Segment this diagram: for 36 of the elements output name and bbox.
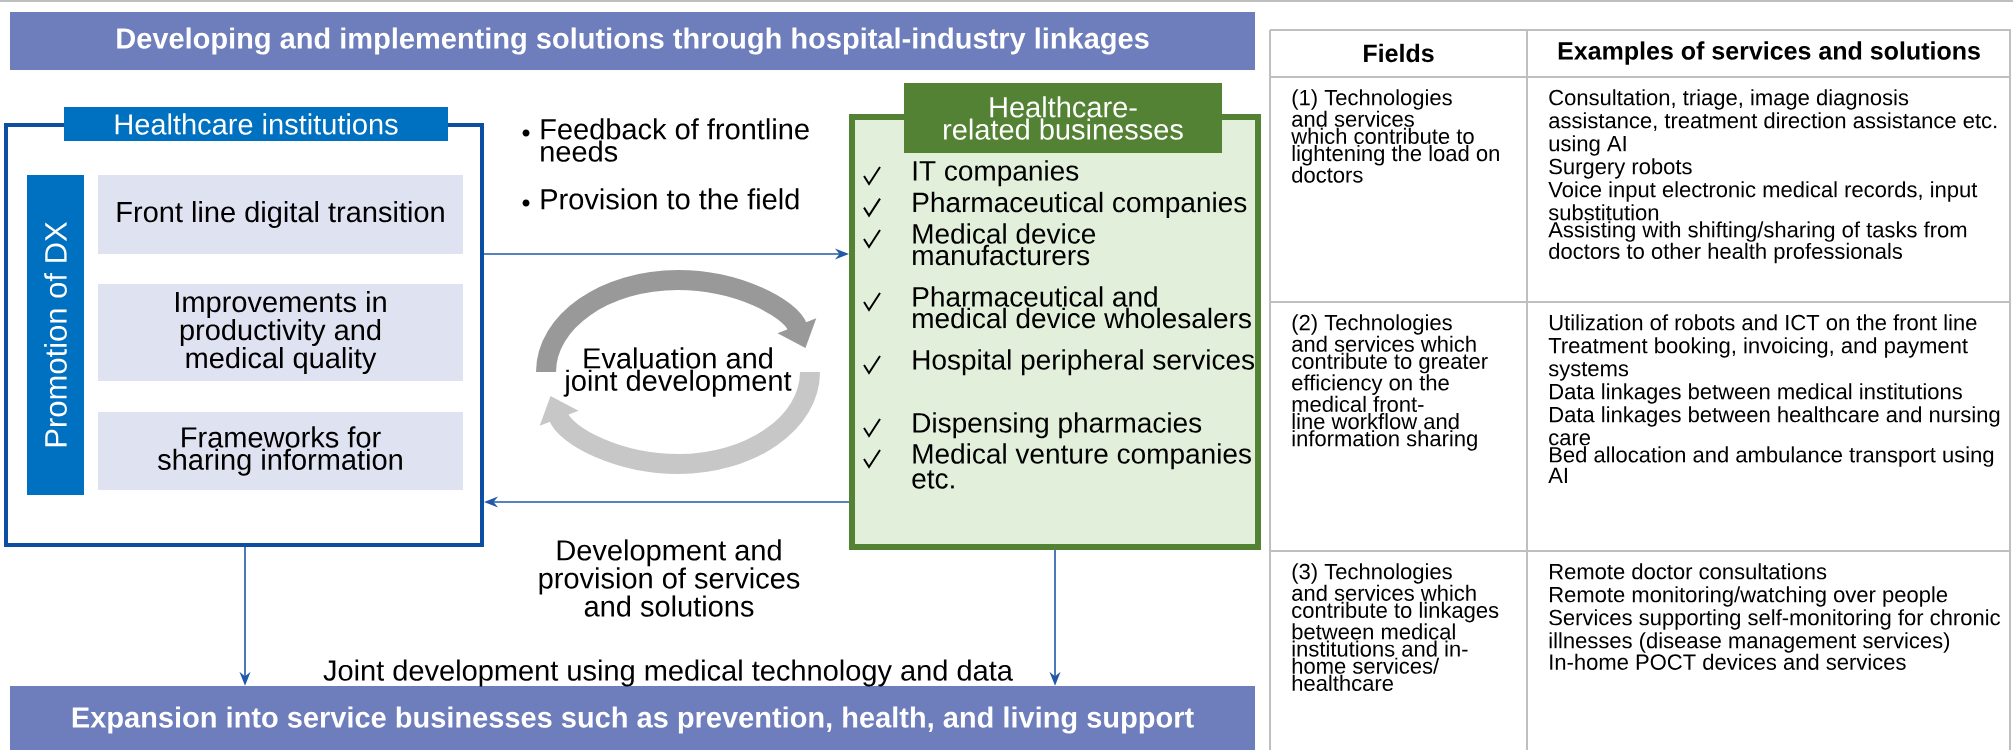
list-item: Treatment booking, invoicing, and payment systems — [1548, 337, 1968, 381]
list-item: Remote doctor consultations — [1550, 563, 1827, 580]
list-item: Dispensing pharmacies — [913, 412, 1202, 439]
list-item: Pharmaceutical companies — [913, 191, 1247, 218]
note-text: Feedback of frontline needs — [541, 118, 809, 162]
list-item: Data linkages between healthcare and nursing care — [1549, 406, 2000, 446]
edge-label: Development and provision of services and solutions — [528, 538, 810, 618]
list-item: Medical venture companies etc. — [912, 443, 1251, 489]
list-item: Utilization of robots and ICT on the front line — [1549, 314, 1977, 331]
text-box: Frameworks for sharing information — [98, 412, 463, 490]
list-item: Voice input electronic medical records, input substitution — [1548, 181, 1978, 221]
side-bar: Promotion of DX — [27, 175, 84, 495]
text-box: Front line digital transition — [98, 175, 463, 254]
table-cell: (1) Technologies and services which contribute to lightening the load on doctors — [1291, 89, 1499, 183]
table-cell: (2) Technologies and services which contribute to greater efficiency on the medical front-line workflow and information sharing — [1292, 314, 1488, 451]
note-text: Joint development using medical technology and data — [323, 659, 1013, 687]
text-box: Improvements in productivity and medical quality — [98, 284, 463, 381]
banner: Expansion into service businesses such as prevention, health, and living support — [10, 686, 1255, 750]
list-item: Surgery robots — [1549, 158, 1692, 179]
cycle-label: Evaluation and joint development — [563, 347, 792, 397]
list-item: Pharmaceutical and medical device wholesalers — [913, 286, 1251, 329]
banner: Developing and implementing solutions through hospital-industry linkages — [10, 12, 1255, 70]
list-item: Remote monitoring/watching over people — [1550, 586, 1948, 607]
table-cell: (3) Technologies and services which contribute to linkages between medical institutions and in-home services/ healthcare — [1292, 563, 1499, 691]
list-item: Medical device manufacturers — [913, 223, 1096, 266]
list-item: Services supporting self-monitoring for chronic illnesses (disease management services) — [1549, 609, 2000, 653]
list-item: Hospital peripheral services — [913, 349, 1255, 376]
list-item: Consultation, triage, image diagnosis assistance, treatment direction assistance etc. using AI — [1549, 89, 1997, 156]
list-item: In-home POCT devices and services — [1550, 653, 1906, 670]
list-item: Assisting with shifting/sharing of tasks from doctors to other health professionals — [1548, 221, 1967, 264]
list-item: Bed allocation and ambulance transport using AI — [1548, 446, 1994, 483]
note-text: Provision to the field — [541, 188, 799, 210]
column-header: Examples of services and solutions — [1558, 41, 1980, 65]
column-header: Fields — [1364, 43, 1434, 63]
list-item: Data linkages between medical institutions — [1550, 383, 1962, 404]
list-item: IT companies — [913, 160, 1079, 187]
